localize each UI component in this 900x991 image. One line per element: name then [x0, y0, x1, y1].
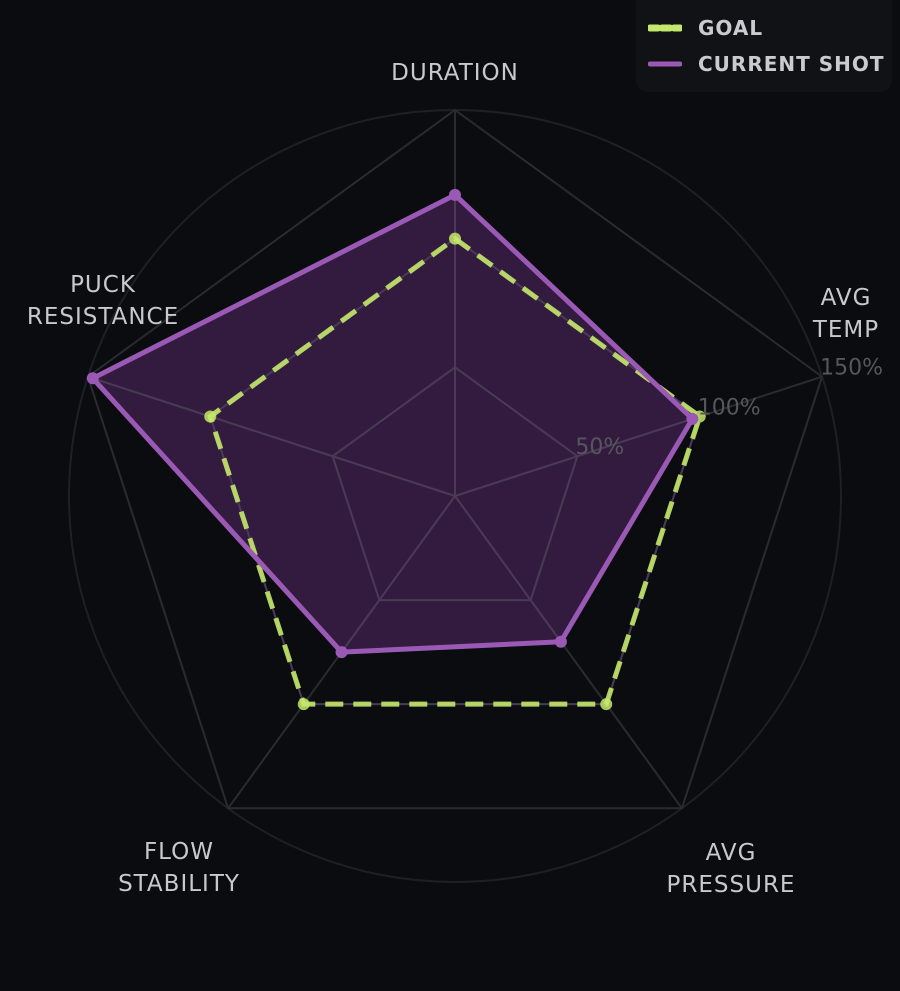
axis-label-line: AVG — [706, 840, 757, 866]
current-shot-point-4 — [86, 372, 99, 385]
legend-label-current-shot: CURRENT SHOT — [698, 52, 885, 76]
axis-label-1: AVG TEMP — [812, 285, 879, 343]
grid-ring-150 — [86, 108, 824, 810]
current-shot-line-icon — [648, 61, 682, 67]
current-shot-point-3 — [335, 646, 348, 659]
goal-point-4 — [204, 410, 217, 423]
current-shot-point-2 — [554, 635, 567, 648]
grid-ring-overlay-50 — [331, 366, 579, 602]
goal-point-2 — [600, 698, 613, 711]
axis-spoke-overlay-1 — [454, 417, 693, 497]
axis-label-0: DURATION — [391, 60, 519, 86]
axis-spoke-overlay-2 — [454, 495, 562, 643]
axis-label-line: PRESSURE — [667, 872, 796, 898]
axis-label-4: PUCK RESISTANCE — [27, 272, 179, 330]
axis-label-line: STABILITY — [118, 871, 240, 897]
axis-label-line: TEMP — [812, 317, 879, 343]
axis-label-line: AVG — [821, 285, 872, 311]
current-shot-point-1 — [686, 412, 699, 425]
axis-spoke-overlay-3 — [340, 495, 456, 653]
series-current-shot-line — [90, 192, 695, 655]
legend-item-goal[interactable]: GOAL — [648, 13, 763, 43]
axis-label-line: RESISTANCE — [27, 304, 179, 330]
tick-label-100: 100% — [698, 395, 761, 420]
tick-label-50: 50% — [575, 435, 624, 460]
goal-point-0 — [449, 232, 461, 245]
tick-label-150: 150% — [820, 356, 883, 381]
series-current-shot-area — [92, 194, 693, 653]
current-shot-point-0 — [449, 188, 461, 201]
goal-point-3 — [297, 698, 310, 711]
chart-legend: GOAL CURRENT SHOT — [636, 0, 892, 92]
axis-label-line: DURATION — [391, 60, 519, 86]
axis-label-3: FLOW STABILITY — [118, 839, 240, 897]
legend-label-goal: GOAL — [698, 16, 764, 40]
axis-label-line: PUCK — [70, 272, 136, 298]
axis-label-2: AVG PRESSURE — [667, 840, 796, 898]
legend-item-current-shot[interactable]: CURRENT SHOT — [648, 49, 885, 79]
axis-label-line: FLOW — [144, 839, 214, 865]
axis-spoke-overlay-4 — [92, 377, 456, 497]
goal-dashed-line-icon — [648, 24, 682, 32]
